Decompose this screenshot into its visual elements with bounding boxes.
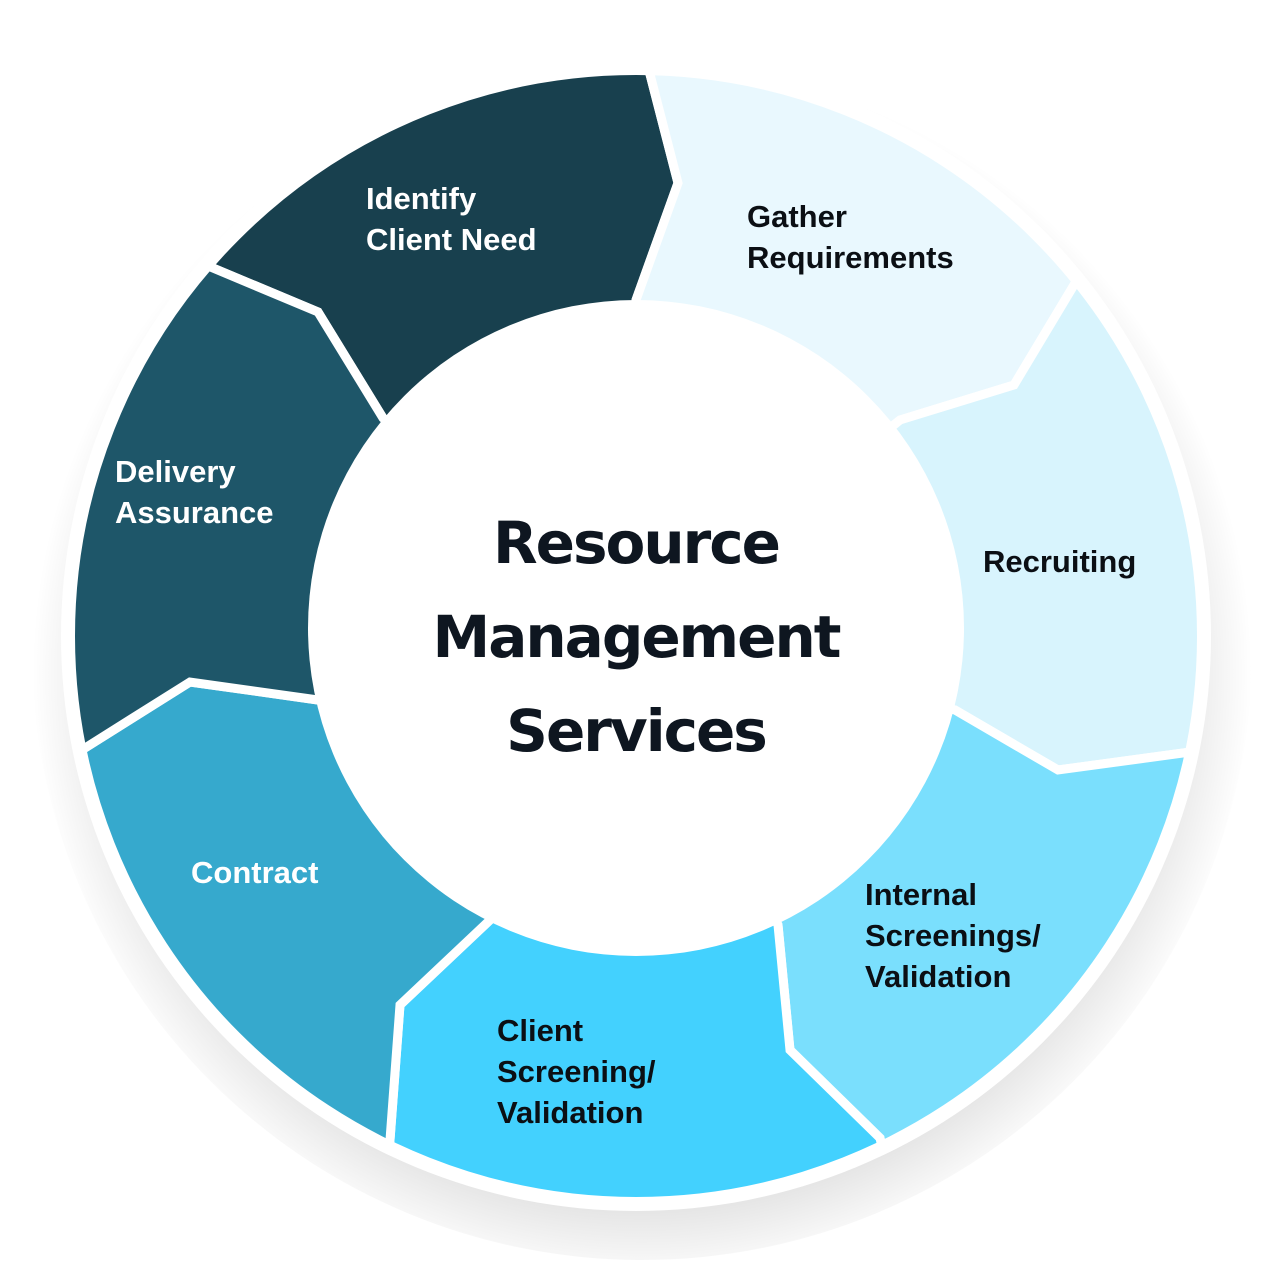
step-label-contract: Contract	[191, 855, 319, 890]
center-circle	[308, 300, 964, 956]
step-label-delivery-assurance: Delivery Assurance	[115, 454, 274, 530]
step-label-internal-screenings-validation: Internal Screenings/ Validation	[865, 877, 1041, 994]
step-label-client-screening-validation: Client Screening/ Validation	[497, 1013, 656, 1130]
step-label-recruiting: Recruiting	[983, 544, 1137, 579]
wheel-outer-border	[67, 67, 1205, 1205]
step-label-identify-client-need: Identify Client Need	[366, 181, 537, 257]
center-title: Resource Management Services	[432, 509, 842, 765]
step-label-gather-requirements: Gather Requirements	[747, 199, 954, 275]
